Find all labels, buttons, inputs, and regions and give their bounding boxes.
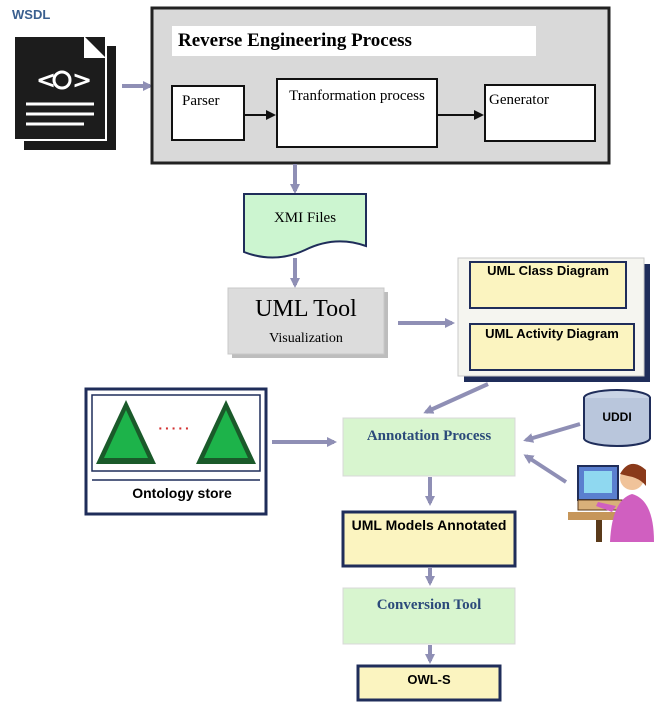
ontology-store-label: Ontology store [132, 485, 232, 501]
uml-activity-diagram-label: UML Activity Diagram [485, 326, 619, 341]
uddi-label: UDDI [602, 410, 632, 424]
svg-text:<: < [36, 66, 56, 94]
parser-box [171, 85, 245, 141]
arrow-uddi-to-annotation [523, 422, 581, 443]
wsdl-label: WSDL [12, 7, 51, 22]
visualization-label: Visualization [269, 331, 343, 346]
owl-s-label: OWL-S [407, 672, 451, 687]
transformation-box [276, 78, 438, 148]
svg-text:>: > [72, 66, 92, 94]
annotation-process-label: Annotation Process [366, 428, 492, 444]
uddi-database-icon [583, 389, 651, 447]
uml-models-annotated-label: UML Models Annotated [351, 517, 507, 533]
generator-box [484, 84, 596, 142]
uml-tool-label: UML Tool [255, 296, 357, 322]
generator-label: Generator [489, 92, 549, 108]
ontology-dots: ····· [158, 420, 192, 436]
annotation-process-box [342, 417, 516, 477]
reverse-engineering-title: Reverse Engineering Process [178, 30, 412, 51]
uml-models-annotated-box [341, 510, 517, 568]
reverse-title-bar [172, 26, 536, 56]
parser-label: Parser [182, 93, 220, 109]
ontology-triangle-icon [96, 400, 156, 464]
xmi-files-label: XMI Files [273, 210, 337, 226]
owl-s-box [356, 664, 502, 702]
conversion-tool-box [342, 587, 516, 645]
conversion-tool-label: Conversion Tool [376, 597, 482, 613]
uml-activity-diagram-box [469, 323, 635, 371]
arrow-user-to-annotation [523, 454, 568, 484]
ontology-triangle-icon [196, 400, 256, 464]
arrow-diagrams-to-annotation [423, 382, 489, 414]
uml-tool-box [227, 287, 385, 355]
uml-class-diagram-label: UML Class Diagram [487, 263, 609, 278]
uml-class-diagram-box [469, 261, 627, 309]
transformation-label: Tranformation process [289, 88, 425, 104]
wsdl-document-icon: < > [13, 35, 116, 150]
xmi-files-shape [243, 193, 367, 259]
user-at-computer-icon [568, 463, 654, 542]
